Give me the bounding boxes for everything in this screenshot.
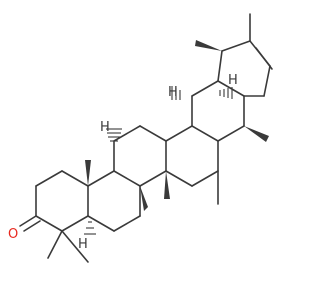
ring-c bbox=[113, 125, 167, 187]
hydrogen-atom-label: H bbox=[78, 237, 88, 252]
hydrogen-atom-label: H bbox=[228, 73, 238, 88]
structure-diagram: O H H H H bbox=[8, 13, 273, 263]
ketone-group bbox=[19, 215, 41, 232]
hash-bonds bbox=[84, 86, 233, 235]
ring-e bbox=[191, 40, 273, 142]
molecule-canvas: O H H H H bbox=[8, 13, 273, 263]
wedge-bonds bbox=[85, 40, 269, 211]
ring-d bbox=[165, 125, 219, 187]
oxygen-atom-label: O bbox=[8, 227, 18, 242]
hydrogen-atom-label: H bbox=[168, 85, 178, 100]
ring-a bbox=[35, 170, 89, 232]
methyl-bonds bbox=[217, 13, 251, 205]
hydrogen-atom-label: H bbox=[100, 120, 110, 135]
ring-b bbox=[87, 170, 141, 232]
gem-dimethyl-c4 bbox=[47, 230, 89, 263]
